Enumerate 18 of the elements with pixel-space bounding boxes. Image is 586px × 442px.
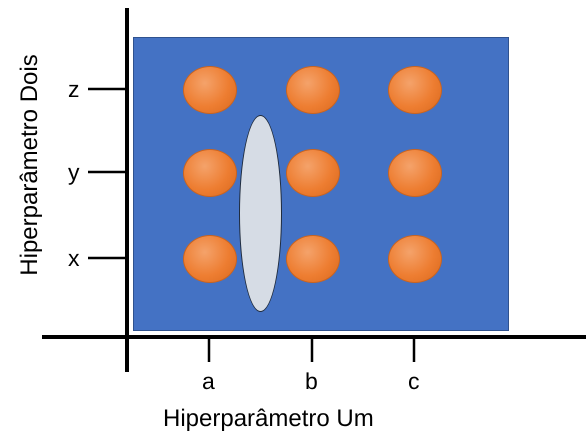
y-axis-title: Hiperparâmetro Dois [18, 54, 42, 276]
x-axis-title: Hiperparâmetro Um [163, 407, 374, 431]
point-circle [388, 235, 442, 283]
x-tick-label: b [305, 370, 318, 393]
point-circle [286, 149, 340, 197]
point-circle [183, 235, 237, 283]
x-tick-label: a [202, 370, 215, 393]
point-circle [286, 66, 340, 114]
point-circle [286, 235, 340, 283]
point-circle [183, 66, 237, 114]
point-circle [388, 66, 442, 114]
point-circle [183, 149, 237, 197]
y-tick-label: z [68, 78, 80, 101]
plot-panel [133, 37, 509, 331]
point-circle [388, 149, 442, 197]
y-tick-label: x [68, 247, 80, 270]
x-tick-label: c [408, 370, 420, 393]
y-tick-label: y [68, 161, 80, 184]
